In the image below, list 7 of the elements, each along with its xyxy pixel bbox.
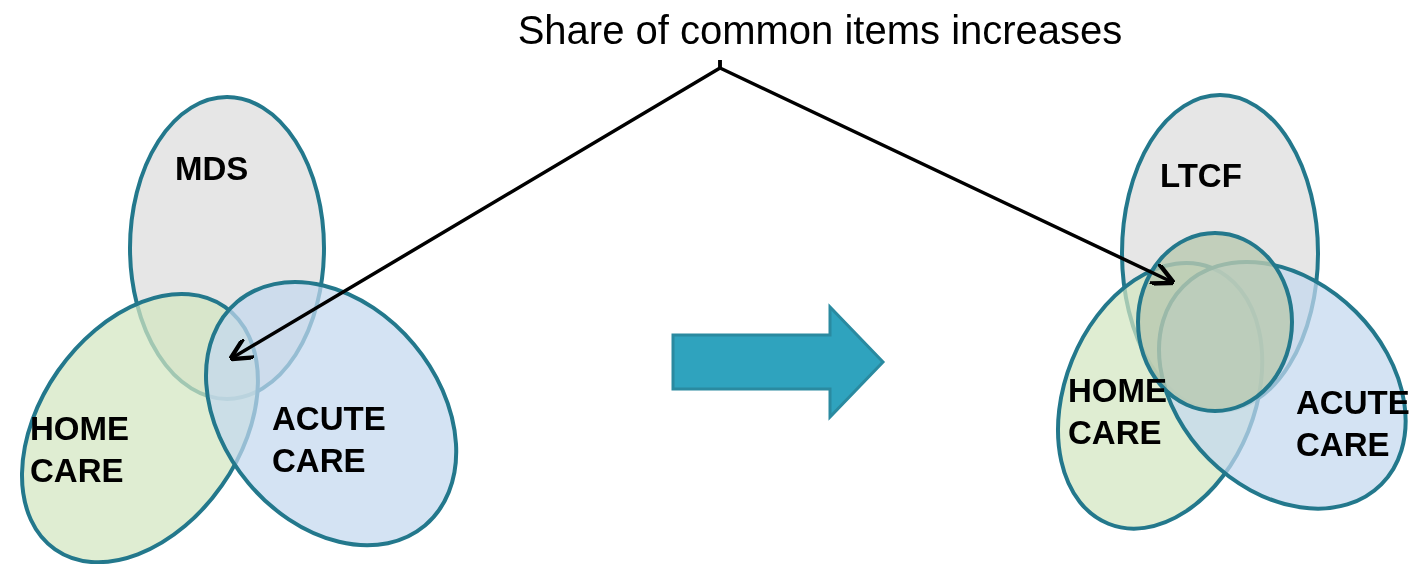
set-label: HOME CARE: [30, 409, 130, 491]
callout-text: Share of common items increases: [517, 8, 1123, 52]
set-label: HOME CARE: [1068, 371, 1168, 453]
set-label: MDS: [175, 149, 250, 189]
set-label: ACUTE CARE: [272, 399, 387, 481]
set-label: LTCF: [1160, 156, 1243, 196]
leader-arrow: [718, 60, 1177, 286]
